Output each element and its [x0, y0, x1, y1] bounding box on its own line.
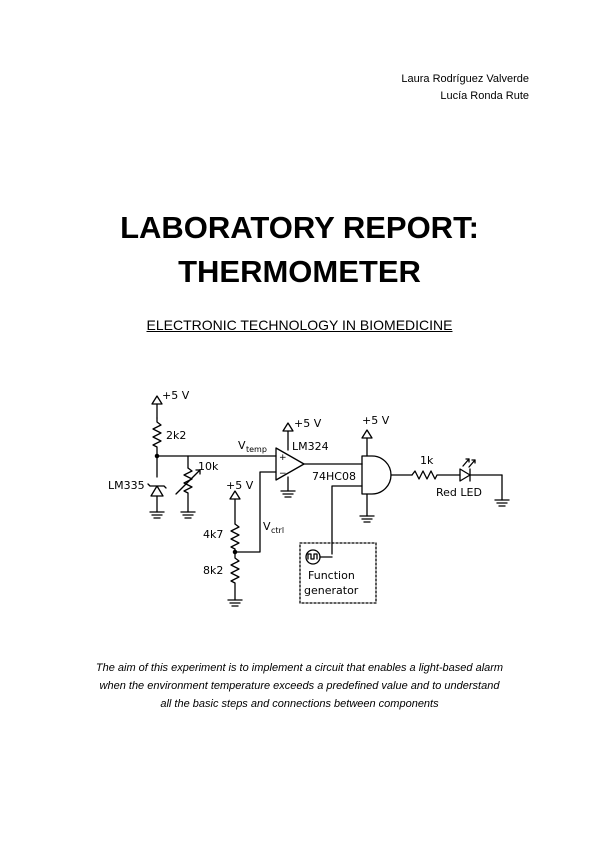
- and-gate-symbol: [361, 455, 392, 495]
- potentiometer-symbol: [175, 467, 201, 513]
- resistor-label: 1k: [420, 454, 434, 467]
- led-label: Red LED: [436, 486, 482, 499]
- author-name: Lucía Ronda Rute: [440, 90, 529, 102]
- vcc-symbol: [229, 490, 241, 525]
- resistor-2k2: [152, 417, 162, 457]
- pot-label: 10k: [198, 460, 219, 473]
- fg-label-line1: Function: [308, 569, 355, 582]
- ground-symbol: [359, 515, 375, 523]
- title-line: THERMOMETER: [178, 254, 421, 289]
- vcc-label: +5 V: [294, 417, 322, 430]
- author-block: Laura Rodríguez Valverde Lucía Ronda Rut…: [401, 71, 529, 105]
- vctrl-label: V: [263, 520, 271, 533]
- abstract-line: The aim of this experiment is to impleme…: [95, 662, 504, 674]
- author-name: Laura Rodríguez Valverde: [401, 73, 529, 85]
- ground-symbol: [280, 490, 296, 498]
- ground-symbol: [149, 511, 165, 519]
- fg-label-line2: generator: [304, 584, 359, 597]
- report-title: LABORATORY REPORT: THERMOMETER: [0, 206, 599, 294]
- title-line: LABORATORY REPORT:: [120, 210, 479, 245]
- resistor-4k7: [230, 523, 240, 553]
- vcc-label: +5 V: [362, 414, 390, 427]
- report-subtitle: ELECTRONIC TECHNOLOGY IN BIOMEDICINE: [146, 317, 453, 333]
- resistor-1k: [411, 470, 461, 480]
- abstract-line: all the basic steps and connections betw…: [160, 698, 439, 710]
- led-symbol: [459, 458, 503, 482]
- vcc-symbol: [282, 422, 294, 451]
- resistor-label: 4k7: [203, 528, 223, 541]
- vtemp-subscript: temp: [246, 445, 267, 454]
- ground-symbol: [227, 599, 243, 607]
- sensor-label: LM335: [108, 479, 145, 492]
- function-generator-box: [299, 542, 377, 604]
- opamp-label: LM324: [292, 440, 329, 453]
- resistor-8k2: [230, 551, 240, 601]
- resistor-label: 2k2: [166, 429, 186, 442]
- opamp-minus: −: [279, 469, 287, 479]
- circuit-schematic: +5 V 2k2 LM335 V temp 10k +5 V 4k7: [108, 389, 510, 607]
- vcc-symbol: [151, 395, 163, 419]
- opamp-plus: +: [279, 453, 287, 463]
- vctrl-subscript: ctrl: [271, 526, 284, 535]
- vtemp-label: V: [238, 439, 246, 452]
- resistor-label: 8k2: [203, 564, 223, 577]
- zener-sensor-symbol: [147, 483, 167, 513]
- opamp-symbol: [275, 447, 305, 481]
- ground-symbol: [494, 499, 510, 507]
- vcc-label: +5 V: [226, 479, 254, 492]
- gate-label: 74HC08: [312, 470, 356, 483]
- ground-symbol: [180, 511, 196, 519]
- vcc-label: +5 V: [162, 389, 190, 402]
- abstract-line: when the environment temperature exceeds…: [99, 680, 500, 692]
- abstract-text: The aim of this experiment is to impleme…: [60, 659, 539, 713]
- vcc-symbol: [361, 429, 373, 457]
